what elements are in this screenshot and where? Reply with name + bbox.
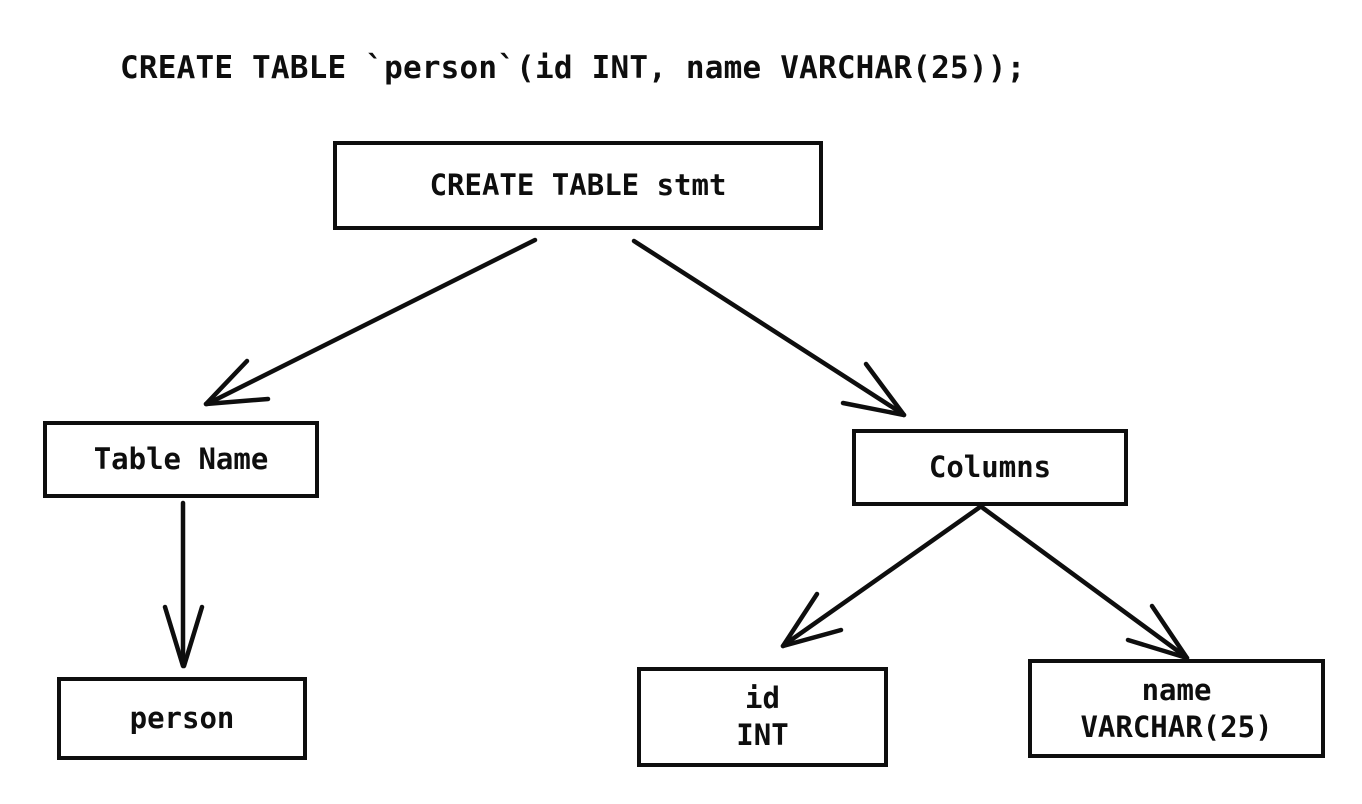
edge-table-name-to-person-arrow [162, 500, 205, 669]
node-id-column: id INT [637, 667, 888, 767]
node-table-name: Table Name [43, 421, 319, 498]
node-person: person [57, 677, 307, 760]
node-columns-label: Columns [928, 450, 1052, 484]
sql-statement-text: CREATE TABLE `person`(id INT, name VARCH… [120, 50, 1026, 86]
node-person-label: person [129, 701, 235, 735]
edge-root-to-table-name-arrow [203, 237, 538, 407]
node-columns: Columns [852, 429, 1128, 506]
node-name-column: name VARCHAR(25) [1028, 659, 1325, 758]
node-table-name-label: Table Name [93, 442, 269, 476]
node-create-table-stmt: CREATE TABLE stmt [333, 141, 823, 230]
node-id-column-name: id [745, 681, 780, 715]
edge-columns-to-id-arrow [780, 504, 983, 649]
node-id-column-type: INT [736, 718, 789, 752]
node-name-column-name: name [1141, 672, 1212, 707]
node-name-column-type: VARCHAR(25) [1080, 709, 1273, 744]
edge-root-to-columns-arrow [631, 238, 907, 418]
node-create-table-stmt-label: CREATE TABLE stmt [429, 168, 727, 202]
edge-columns-to-name-arrow [980, 505, 1190, 661]
